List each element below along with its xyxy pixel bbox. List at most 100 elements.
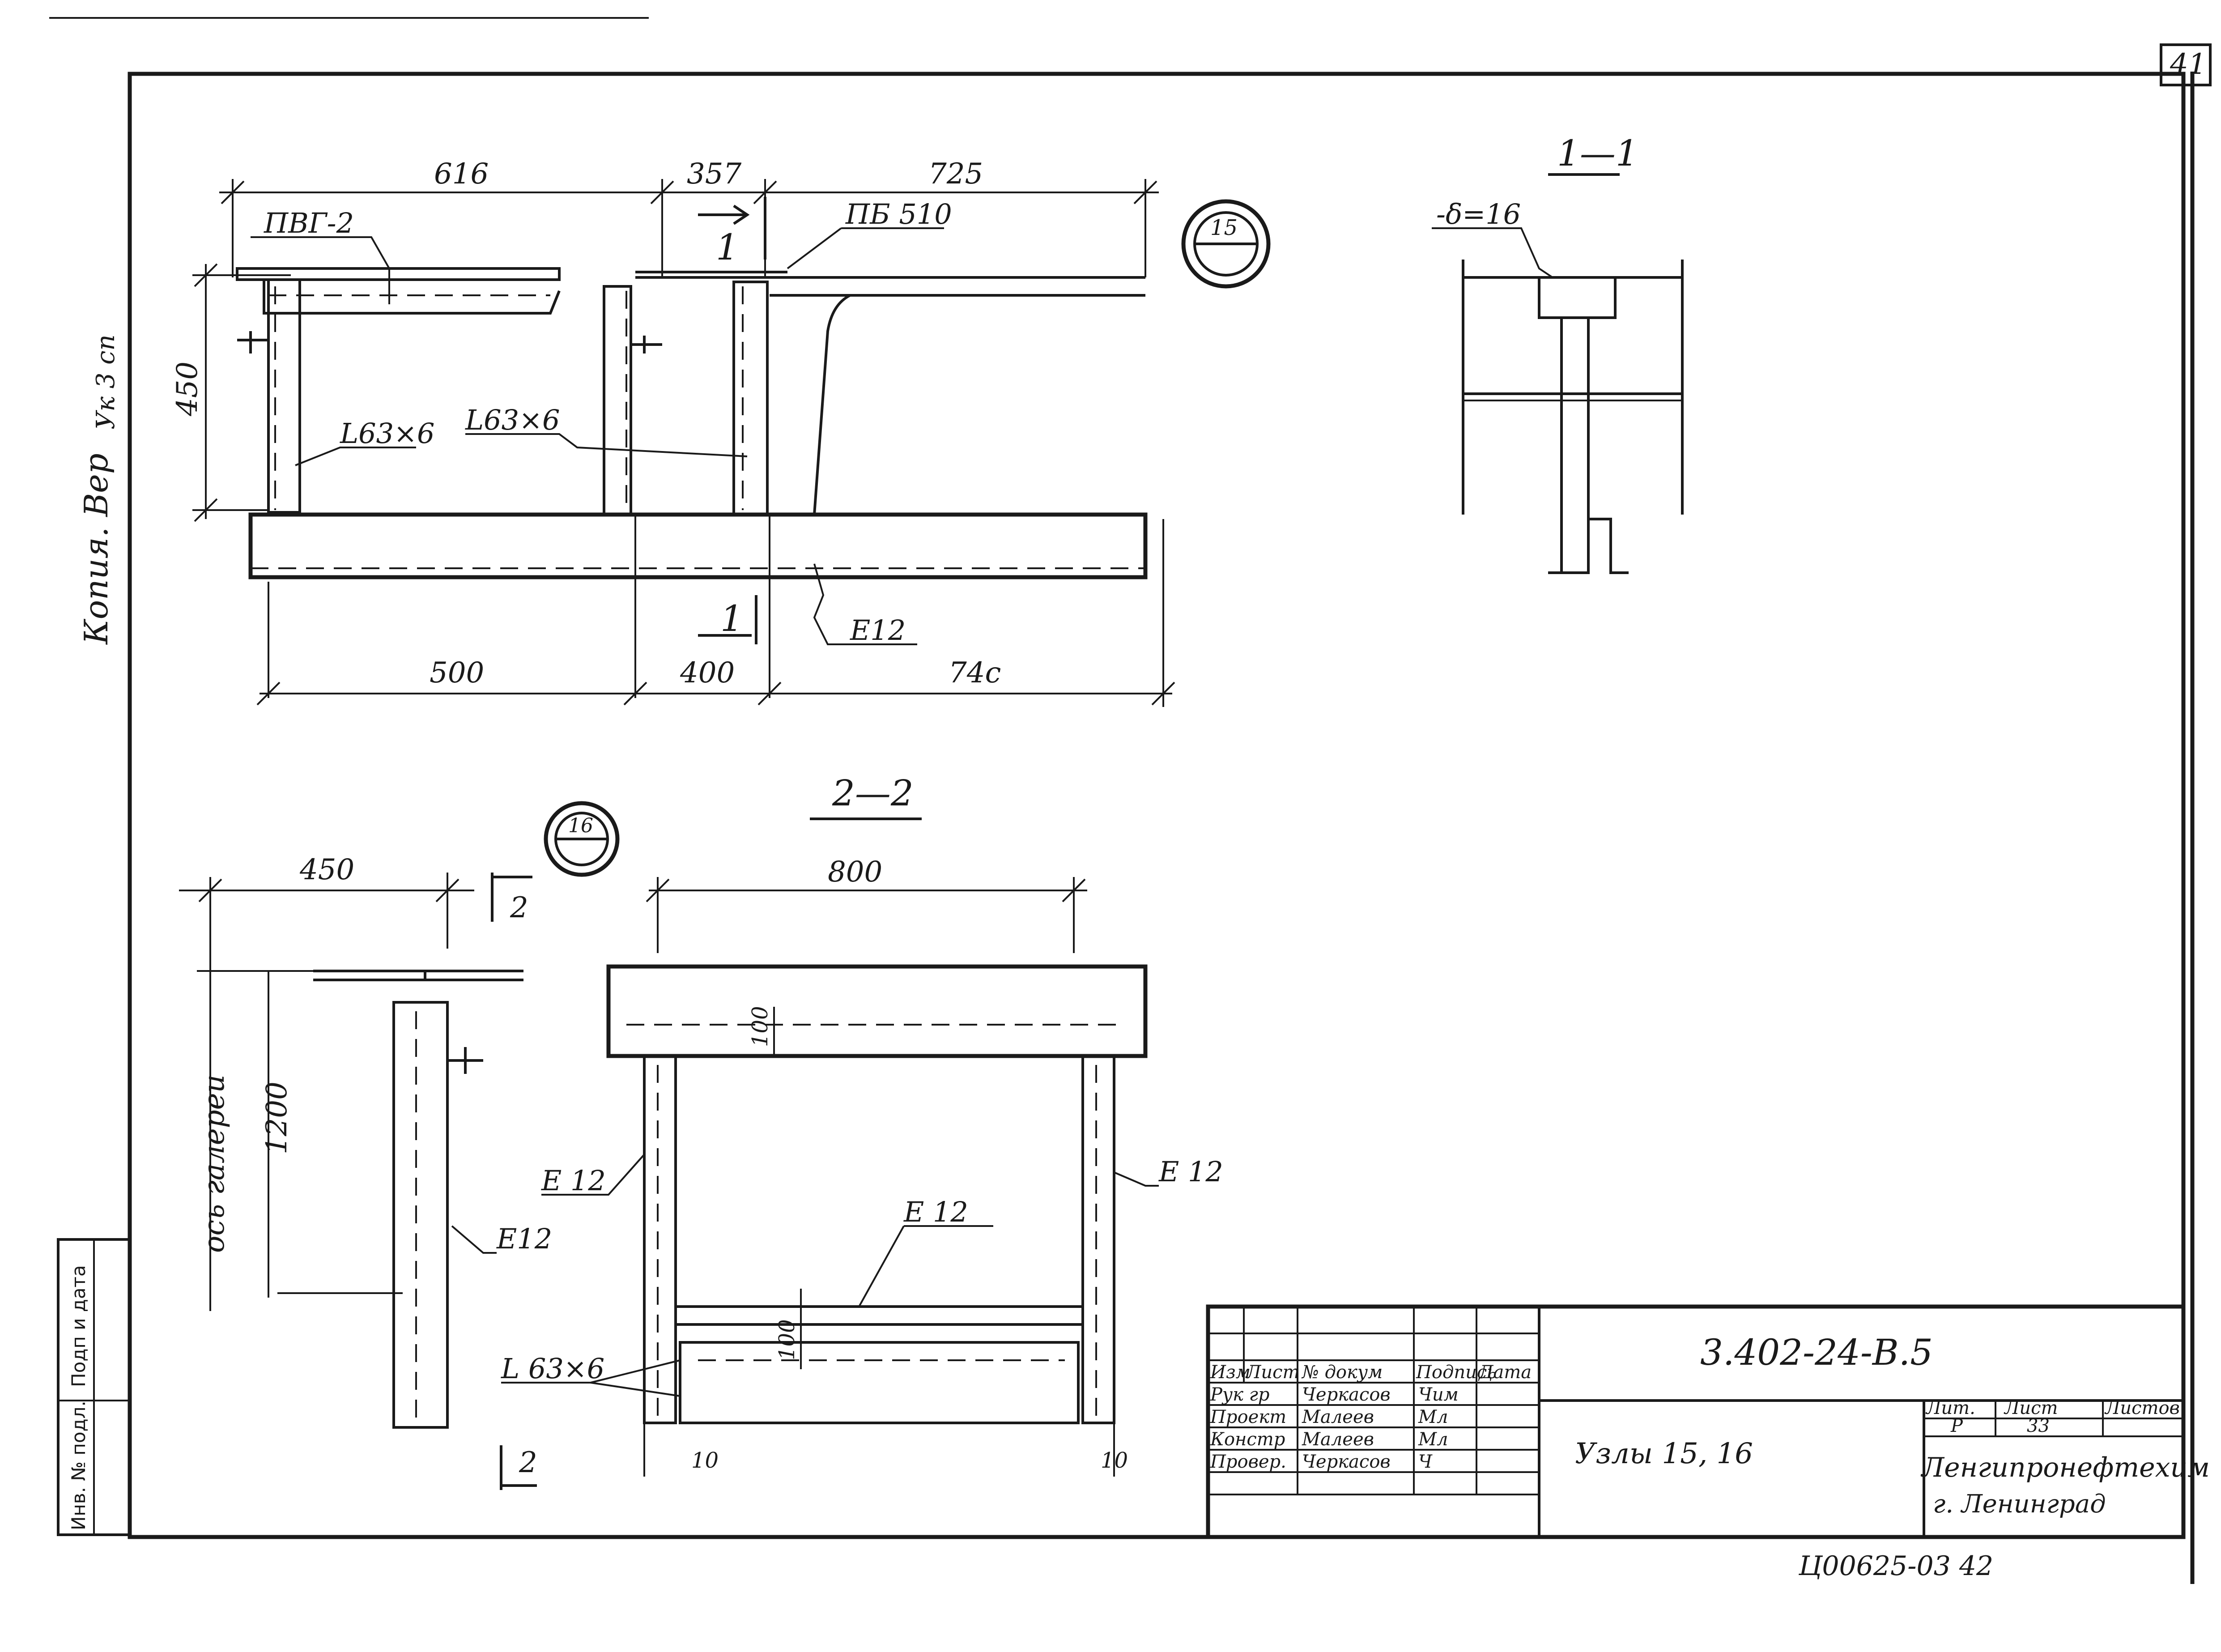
- section-1-1: 1—1 -δ=16: [1432, 132, 1684, 574]
- section-1-1-title: 1—1: [1557, 132, 1638, 174]
- dim-740: 74с: [949, 656, 1001, 690]
- tb-sign-3: Ч: [1418, 1452, 1433, 1472]
- label-channel-right: Е 12: [1158, 1155, 1223, 1188]
- svg-text:2: 2: [510, 891, 528, 924]
- dim-616: 616: [434, 158, 489, 191]
- label-channel: Е12: [850, 614, 906, 647]
- dim-725: 725: [928, 158, 983, 191]
- dim-1200: 1200: [260, 1081, 294, 1154]
- section-2-2: 2—2 800 100 Е 12 Е 12 Е 12 100 L 63×6 10: [501, 772, 1223, 1477]
- label-channel-node16: Е12: [496, 1222, 552, 1255]
- dim-500: 500: [430, 656, 484, 690]
- left-post: [267, 278, 301, 514]
- dim-800: 800: [828, 856, 882, 889]
- label-angle-left: L63×6: [340, 417, 434, 450]
- dim-450-height: 450: [171, 362, 204, 417]
- grating-beam: [263, 280, 561, 315]
- tb-stage-header-total: Листов: [2104, 1398, 2180, 1418]
- svg-text:1: 1: [716, 226, 739, 268]
- dim-100-bottom: 100: [774, 1319, 800, 1360]
- dim-10-left: 10: [691, 1448, 719, 1473]
- svg-text:1: 1: [720, 598, 743, 639]
- dim-400: 400: [680, 656, 735, 690]
- cut-mark-top: 1: [698, 197, 766, 268]
- left-bracket: [237, 331, 268, 353]
- tb-sign-2: Мл: [1418, 1429, 1448, 1450]
- tb-title: Узлы 15, 16: [1575, 1437, 1753, 1470]
- tb-header-date: Дата: [1478, 1362, 1532, 1383]
- archive-number: Ц00625-03 42: [1798, 1550, 1993, 1582]
- right-column: [1081, 1055, 1115, 1424]
- dim-100-top: 100: [748, 1006, 773, 1047]
- dim-450-top: 450: [299, 853, 354, 886]
- tb-city: г. Ленинград: [1933, 1490, 2106, 1519]
- dim-10-right: 10: [1101, 1448, 1128, 1473]
- channel-beam: [248, 512, 1148, 579]
- tb-role-3: Провер.: [1210, 1452, 1286, 1472]
- callout-16: 16: [544, 801, 620, 877]
- leader-angle-left: [295, 447, 416, 466]
- inv-number-label: Инв. № подл.: [68, 1401, 89, 1530]
- leader-plate: [1432, 227, 1553, 278]
- dim-357: 357: [687, 158, 741, 191]
- sign-date-label: Подп и дата: [68, 1265, 89, 1387]
- leader-channel-node16: [451, 1225, 497, 1254]
- tb-sign-1: Мл: [1418, 1407, 1448, 1427]
- tb-header-izm: Изм: [1210, 1362, 1251, 1383]
- label-angle-l63: L 63×6: [501, 1352, 604, 1385]
- leader-channel-mid: [858, 1225, 993, 1307]
- tb-name-0: Черкасов: [1302, 1384, 1391, 1405]
- leader-pvg: [251, 236, 390, 304]
- label-angle-mid: L63×6: [465, 404, 560, 436]
- callout-15: 15: [1181, 199, 1271, 289]
- tb-role-1: Проект: [1210, 1407, 1286, 1427]
- node16-top-plate: [313, 970, 523, 981]
- middle-post-2: [732, 281, 769, 516]
- leader-channel: [813, 563, 917, 645]
- label-plate: -δ=16: [1436, 198, 1521, 230]
- channel-section: [1548, 518, 1629, 574]
- tb-header-doc: № докум: [1301, 1362, 1383, 1383]
- tb-name-1: Малеев: [1302, 1407, 1374, 1427]
- haunched-beam: [770, 294, 1145, 515]
- side-stamp: Копия. Вер Ук 3 сп Инв. № подл. Подп и д…: [57, 334, 131, 1536]
- post-section: [1560, 316, 1590, 574]
- middle-bracket: [631, 336, 662, 353]
- gallery-axis-label: ось галереи: [198, 1074, 231, 1253]
- leader-channel-left: [541, 1154, 645, 1196]
- tb-org: Ленгипронефтехим: [1920, 1452, 2210, 1483]
- section-2-2-title: 2—2: [832, 772, 914, 814]
- initials-label: Ук 3 сп: [91, 334, 120, 430]
- grating-panel: [236, 267, 561, 281]
- tb-header-list: Лист: [1245, 1362, 1299, 1383]
- node-15-view: 616 357 725 450 ПВГ-2 L63×6 L63×6 ПБ: [171, 158, 1271, 707]
- sheet-number-box: 41: [2160, 43, 2212, 86]
- sheet-number: 41: [2170, 48, 2206, 81]
- cut-mark-2-top: 2: [491, 873, 532, 924]
- node-16-view: 16 450 1200 ось галереи Е12 2 2: [179, 801, 620, 1490]
- tb-stage: Р: [1950, 1416, 1963, 1436]
- tb-header-sign: Подпись: [1416, 1362, 1497, 1383]
- svg-text:16: 16: [568, 814, 593, 837]
- mid-channel-beam: [674, 1305, 1084, 1326]
- node16-bracket: [447, 1047, 483, 1074]
- label-pb: ПБ 510: [845, 198, 952, 230]
- title-block-frame: [1206, 1304, 2186, 1539]
- leader-channel-right: [1114, 1171, 1159, 1187]
- tb-sign-0: Чим: [1418, 1384, 1459, 1405]
- tb-stage-header-lit: Лит.: [1925, 1398, 1975, 1418]
- tb-role-0: Рук гр: [1210, 1384, 1270, 1405]
- tb-stage-header-sheet: Лист: [2004, 1398, 2058, 1418]
- left-column: [643, 1055, 677, 1424]
- cut-mark-2-bottom: 2: [500, 1445, 537, 1490]
- tb-sheet: 33: [2027, 1416, 2050, 1436]
- label-pvg: ПВГ-2: [264, 207, 354, 239]
- tb-code: 3.402-24-В.5: [1700, 1332, 1933, 1373]
- title-block: Изм Лист № докум Подпись Дата Рук гр Чер…: [1206, 1304, 2210, 1539]
- node16-post: [392, 1001, 449, 1429]
- label-channel-mid: Е 12: [903, 1196, 968, 1228]
- tb-role-2: Констр: [1210, 1429, 1285, 1450]
- copy-label: Копия. Вер: [77, 453, 115, 645]
- tb-name-2: Малеев: [1302, 1429, 1374, 1450]
